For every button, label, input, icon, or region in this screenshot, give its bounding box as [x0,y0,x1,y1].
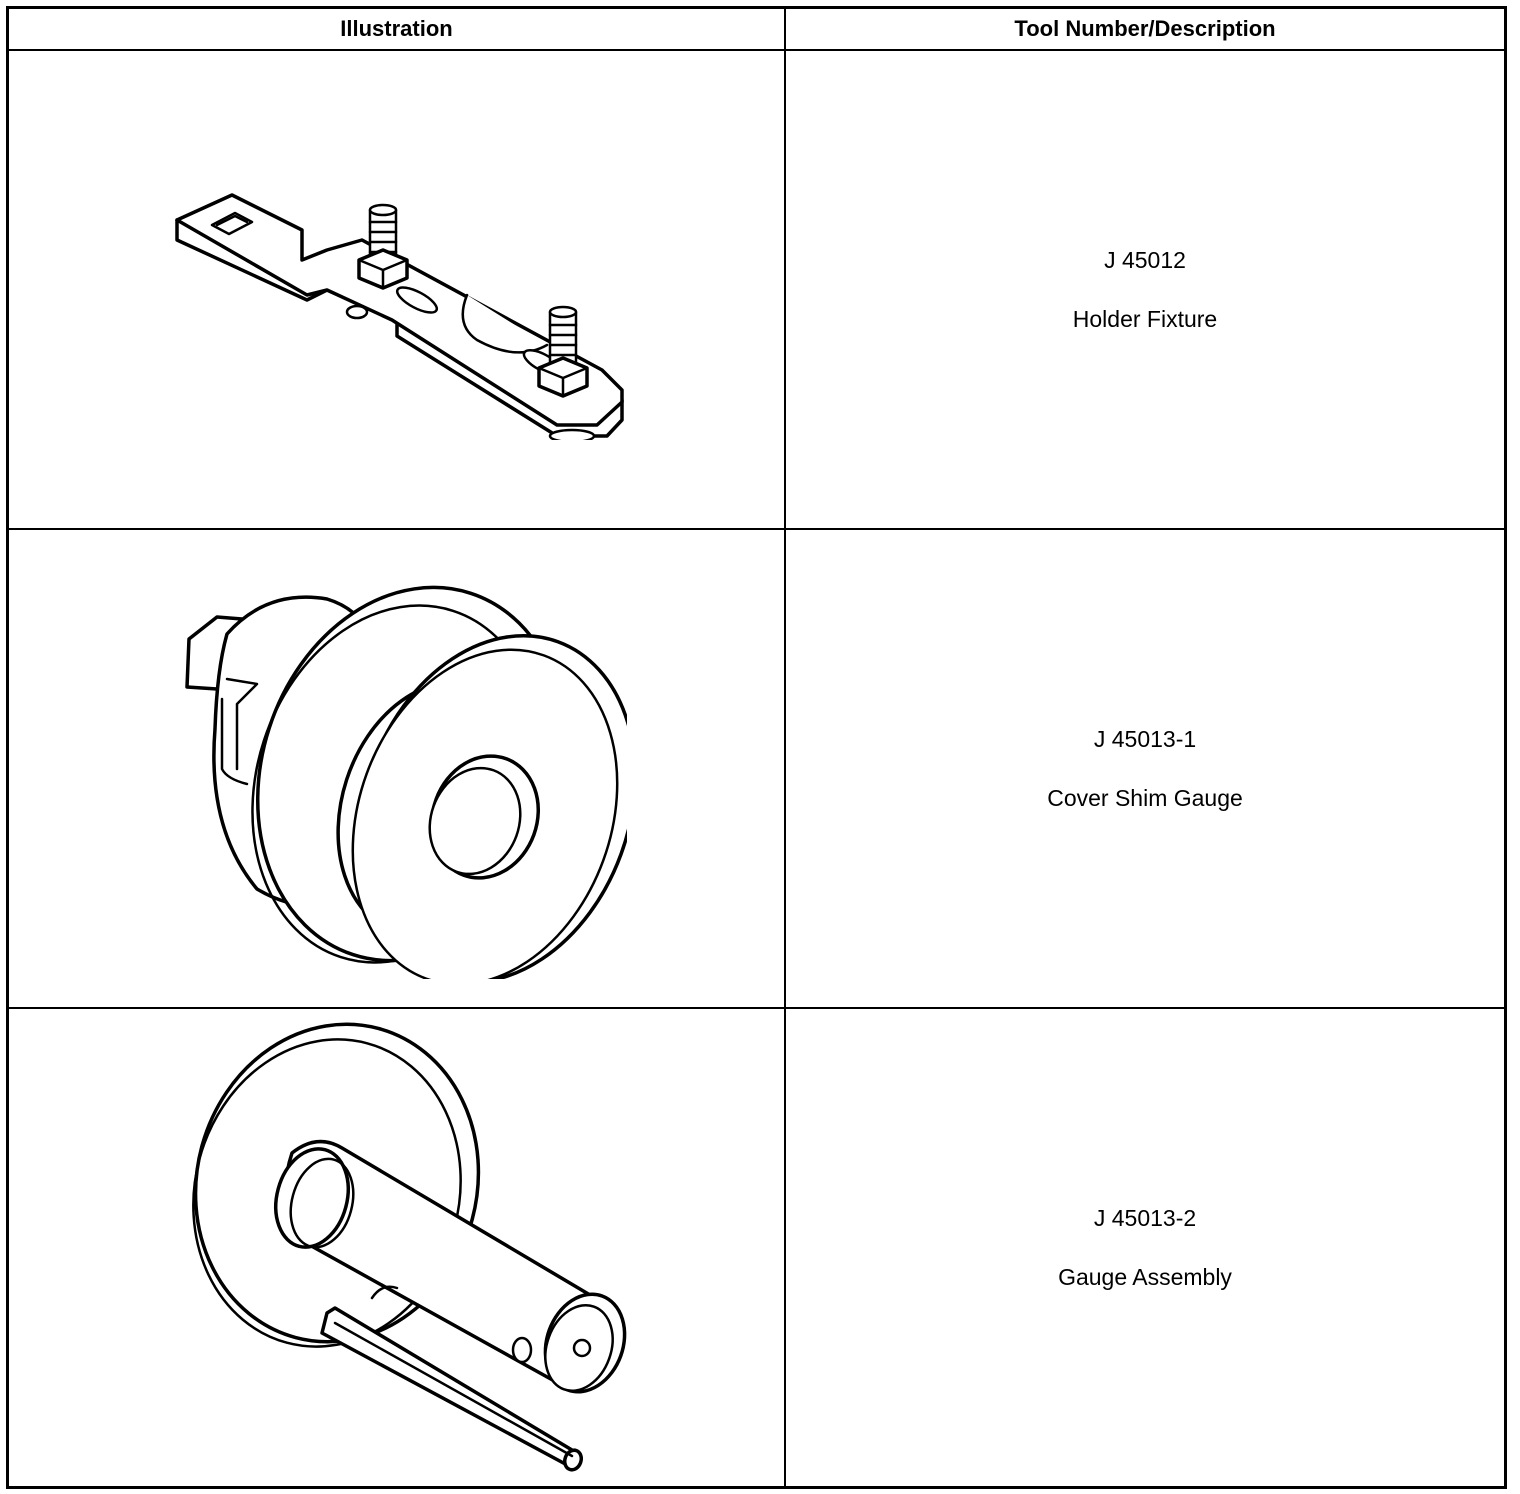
table-row: J 45012 Holder Fixture [6,49,1507,530]
tool-number: J 45013-2 [1093,1204,1197,1231]
tool-description: Gauge Assembly [1058,1263,1232,1290]
tool-description-cell: J 45013-2 Gauge Assembly [784,1007,1507,1489]
tool-header: Tool Number/Description [784,6,1507,51]
tool-description-cell: J 45013-1 Cover Shim Gauge [784,528,1507,1009]
illustration-cell [6,528,786,1009]
tool-number: J 45013-1 [1093,725,1197,752]
tool-number: J 45012 [1104,246,1186,273]
header-row: Illustration Tool Number/Description [6,6,1507,51]
cover-shim-gauge-drawing [184,585,627,979]
gauge-assembly-drawing [191,1022,626,1472]
illustration-cell [6,1007,786,1489]
tool-description: Cover Shim Gauge [1047,784,1243,811]
table-row: J 45013-2 Gauge Assembly [6,1007,1507,1489]
holder-fixture-drawing [174,192,624,440]
table-row: J 45013-1 Cover Shim Gauge [6,528,1507,1009]
illustration-header: Illustration [6,6,786,51]
tool-description: Holder Fixture [1072,305,1218,332]
tool-description-cell: J 45012 Holder Fixture [784,49,1507,530]
special-tools-table: Illustration Tool Number/Description [6,6,1507,1489]
illustration-cell [6,49,786,530]
